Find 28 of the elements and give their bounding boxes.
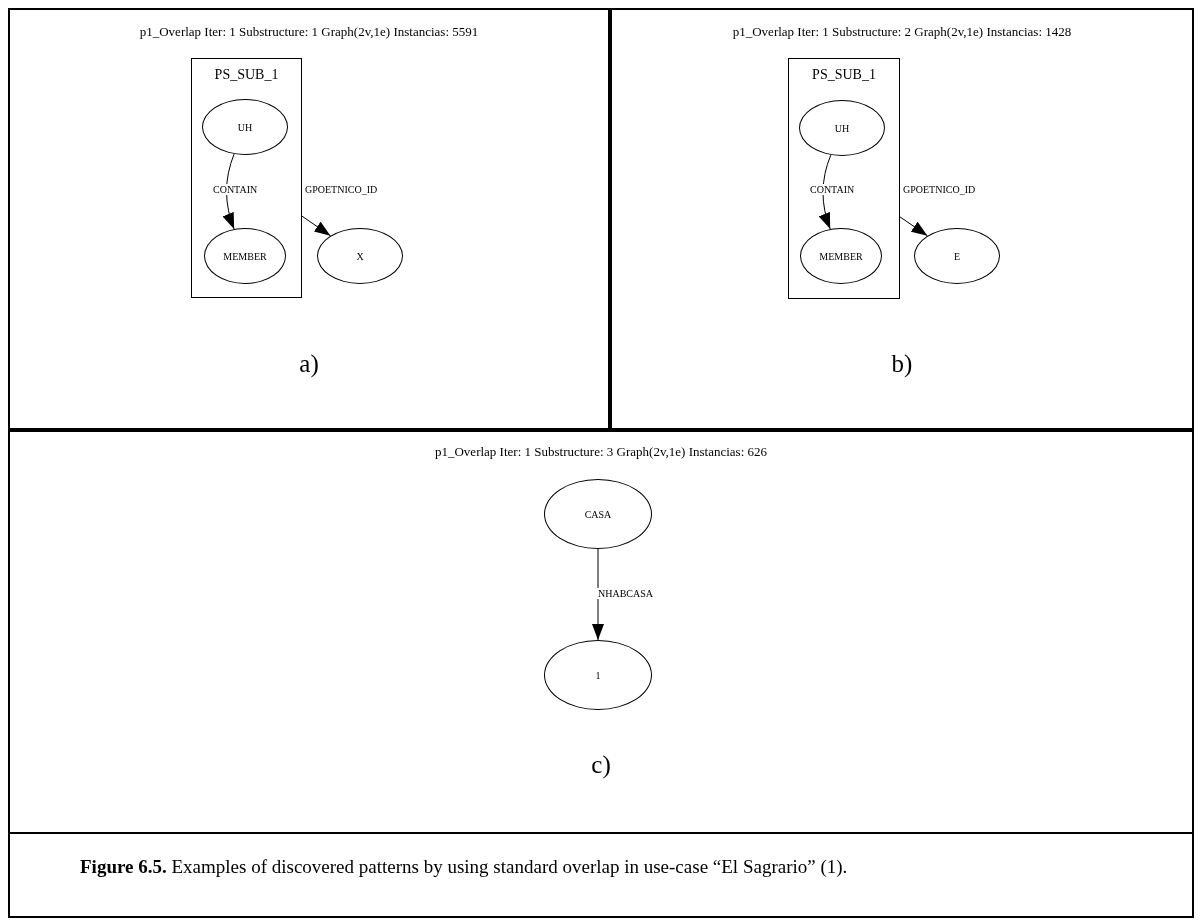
figure-caption: Figure 6.5. Examples of discovered patterns by using standard overlap in use-case “El Sagrario” (1). <box>80 856 848 877</box>
node-label: MEMBER <box>819 250 863 262</box>
node-label: X <box>356 250 364 262</box>
edge-label: GPOETNICO_ID <box>304 184 379 195</box>
panel-title: p1_Overlap Iter: 1 Substructure: 3 Graph(2v,1e) Instancias: 626 <box>435 444 767 460</box>
cluster-title: PS_SUB_1 <box>812 67 876 83</box>
node-label: E <box>953 250 961 262</box>
node-label: CASA <box>584 508 612 520</box>
panel-label: c) <box>591 751 611 779</box>
edge-label: CONTAIN <box>212 184 259 195</box>
arrow <box>222 153 235 230</box>
edge-label: GPOETNICO_ID <box>902 184 977 195</box>
edge-label: NHABCASA <box>597 588 654 599</box>
node-label: UH <box>237 121 253 133</box>
panel-label: a) <box>299 350 319 378</box>
figure-panel <box>8 430 1194 834</box>
arrow <box>592 548 604 641</box>
node-label: 1 <box>595 669 601 681</box>
edge-label: CONTAIN <box>809 184 856 195</box>
arrow <box>301 215 331 237</box>
panel-label: b) <box>891 350 913 378</box>
arrow <box>819 154 832 230</box>
node-label: UH <box>834 122 850 134</box>
panel-title: p1_Overlap Iter: 1 Substructure: 1 Graph(2v,1e) Instancias: 5591 <box>139 24 479 40</box>
panel-title: p1_Overlap Iter: 1 Substructure: 2 Graph(2v,1e) Instancias: 1428 <box>732 24 1072 40</box>
cluster-title: PS_SUB_1 <box>214 67 279 83</box>
arrow <box>899 216 928 237</box>
node-label: MEMBER <box>223 250 267 262</box>
